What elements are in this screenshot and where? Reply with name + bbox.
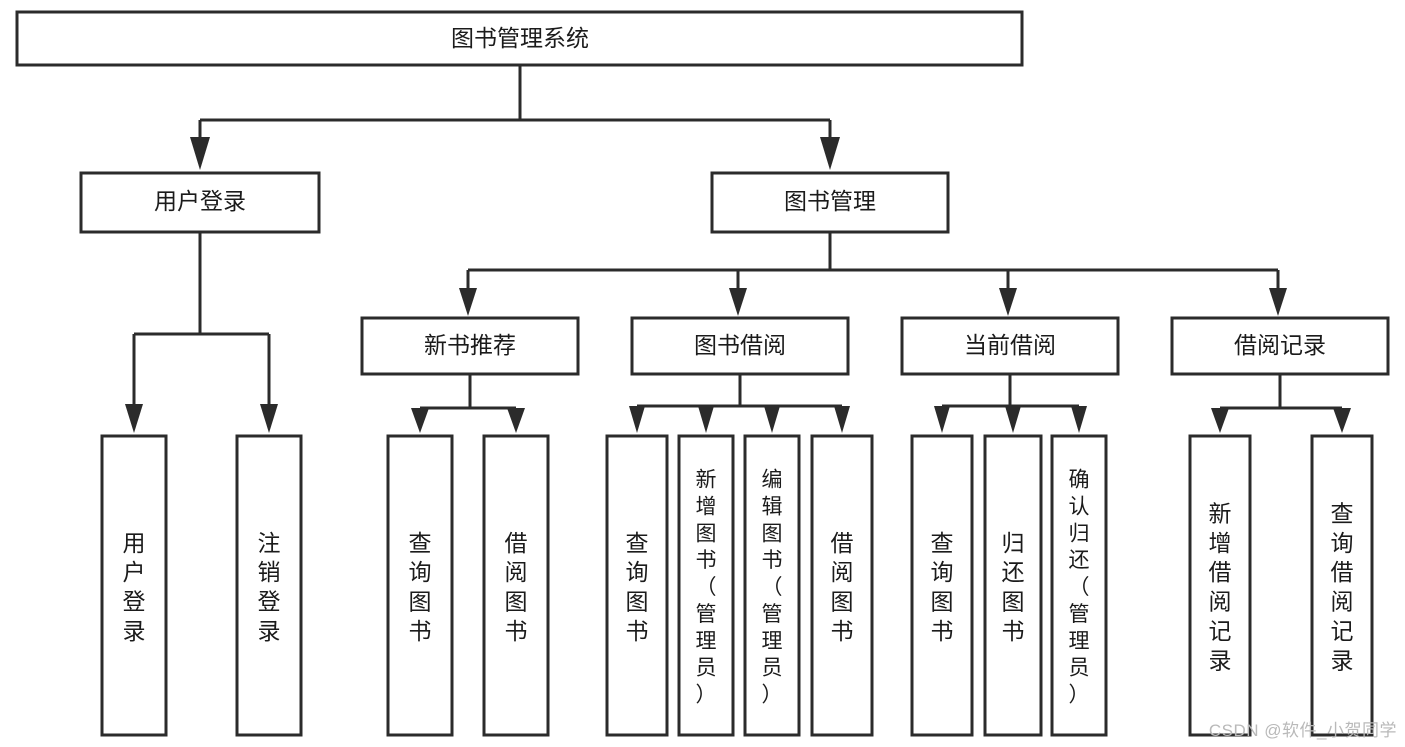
node-user-login-label: 用户登录 [154, 188, 246, 214]
node-leaf-add-book-admin[interactable]: 新增图书（管理员） [677, 434, 735, 737]
node-leaf-borrow-book-borrow-label: 借阅图书 [831, 530, 854, 644]
node-current-borrow[interactable]: 当前借阅 [900, 316, 1120, 376]
node-root-box[interactable] [15, 10, 1024, 67]
node-book-management-label: 图书管理 [784, 188, 876, 214]
arrow-to-current-borrow [999, 288, 1017, 316]
node-leaf-query-book-borrow-box[interactable] [605, 434, 669, 737]
node-user-login-box[interactable] [79, 171, 321, 234]
node-root-label: 图书管理系统 [451, 25, 589, 51]
node-leaf-query-book-recommend-label: 查询图书 [409, 530, 432, 644]
node-book-borrow-box[interactable] [630, 316, 850, 376]
node-new-book-recommend-box[interactable] [360, 316, 580, 376]
node-leaf-add-borrow-record[interactable]: 新增借阅记录 [1188, 434, 1252, 737]
node-root[interactable]: 图书管理系统 [15, 10, 1024, 67]
arrow-to-user-login [190, 137, 210, 170]
node-leaf-query-borrow-record-label: 查询借阅记录 [1331, 500, 1354, 673]
arrow-to-leaf-query-book-recommend [411, 408, 429, 433]
node-leaf-query-book-borrow[interactable]: 查询图书 [605, 434, 669, 737]
node-leaf-confirm-return-admin[interactable]: 确认归还（管理员） [1050, 434, 1108, 737]
node-leaf-edit-book-admin[interactable]: 编辑图书（管理员） [743, 434, 801, 737]
node-leaf-query-book-borrow-label: 查询图书 [626, 530, 649, 644]
node-leaf-return-book-label: 归还图书 [1002, 530, 1025, 644]
node-leaf-add-borrow-record-box[interactable] [1188, 434, 1252, 737]
node-leaf-query-borrow-record[interactable]: 查询借阅记录 [1310, 434, 1374, 737]
arrow-to-book-management [820, 137, 840, 170]
arrow-to-new-book-recommend [459, 288, 477, 316]
node-book-management-box[interactable] [710, 171, 950, 234]
node-current-borrow-label: 当前借阅 [964, 332, 1056, 358]
node-user-login[interactable]: 用户登录 [79, 171, 321, 234]
node-leaf-edit-book-admin-box[interactable] [743, 434, 801, 737]
arrow-to-leaf-return-book [1005, 406, 1021, 433]
arrow-to-leaf-borrow-book-recommend [507, 408, 525, 433]
arrow-to-leaf-confirm-return-admin [1071, 406, 1087, 433]
arrow-to-leaf-query-borrow-record [1333, 408, 1351, 433]
arrow-to-leaf-edit-book-admin [764, 406, 780, 433]
node-leaf-add-book-admin-label: 新增图书（管理员） [696, 469, 717, 707]
node-leaf-user-login-box[interactable] [100, 434, 168, 737]
node-book-management[interactable]: 图书管理 [710, 171, 950, 234]
node-leaf-borrow-book-borrow[interactable]: 借阅图书 [810, 434, 874, 737]
node-leaf-user-login[interactable]: 用户登录 [100, 434, 168, 737]
node-layer: 图书管理系统 用户登录 图书管理 新书推荐 图书借阅 [15, 10, 1390, 737]
node-new-book-recommend[interactable]: 新书推荐 [360, 316, 580, 376]
node-book-borrow-label: 图书借阅 [694, 332, 786, 358]
node-leaf-add-borrow-record-label: 新增借阅记录 [1209, 500, 1232, 673]
node-leaf-query-borrow-record-box[interactable] [1310, 434, 1374, 737]
node-leaf-borrow-book-recommend-box[interactable] [482, 434, 550, 737]
node-leaf-query-book-current-label: 查询图书 [931, 530, 954, 644]
node-borrow-record-box[interactable] [1170, 316, 1390, 376]
node-leaf-borrow-book-recommend[interactable]: 借阅图书 [482, 434, 550, 737]
node-borrow-record[interactable]: 借阅记录 [1170, 316, 1390, 376]
arrow-to-borrow-record [1269, 288, 1287, 316]
node-leaf-query-book-current[interactable]: 查询图书 [910, 434, 974, 737]
node-leaf-logout-login[interactable]: 注销登录 [235, 434, 303, 737]
node-leaf-query-book-recommend[interactable]: 查询图书 [386, 434, 454, 737]
node-leaf-query-book-current-box[interactable] [910, 434, 974, 737]
node-leaf-user-login-label: 用户登录 [123, 530, 146, 644]
node-leaf-return-book[interactable]: 归还图书 [983, 434, 1043, 737]
node-leaf-return-book-box[interactable] [983, 434, 1043, 737]
node-leaf-logout-login-box[interactable] [235, 434, 303, 737]
arrow-to-leaf-borrow-book-borrow [834, 406, 850, 433]
node-leaf-add-book-admin-box[interactable] [677, 434, 735, 737]
node-leaf-borrow-book-borrow-box[interactable] [810, 434, 874, 737]
node-book-borrow[interactable]: 图书借阅 [630, 316, 850, 376]
arrow-to-leaf-query-book-current [934, 406, 950, 433]
edge-layer [125, 65, 1351, 433]
node-leaf-edit-book-admin-label: 编辑图书（管理员） [762, 469, 783, 707]
node-current-borrow-box[interactable] [900, 316, 1120, 376]
node-borrow-record-label: 借阅记录 [1234, 332, 1326, 358]
arrow-to-leaf-logout-login [260, 404, 278, 433]
node-leaf-confirm-return-admin-box[interactable] [1050, 434, 1108, 737]
arrow-to-leaf-user-login [125, 404, 143, 433]
csdn-watermark: CSDN @软件_小贺同学 [1208, 721, 1397, 740]
arrow-to-leaf-add-book-admin [698, 406, 714, 433]
arrow-to-leaf-query-book-borrow [629, 406, 645, 433]
node-leaf-query-book-recommend-box[interactable] [386, 434, 454, 737]
node-leaf-logout-login-label: 注销登录 [258, 530, 281, 644]
arrow-to-leaf-add-borrow-record [1211, 408, 1229, 433]
node-leaf-borrow-book-recommend-label: 借阅图书 [505, 530, 528, 644]
node-leaf-confirm-return-admin-label: 确认归还（管理员） [1069, 469, 1090, 707]
node-new-book-recommend-label: 新书推荐 [424, 332, 516, 358]
arrow-to-book-borrow [729, 288, 747, 316]
